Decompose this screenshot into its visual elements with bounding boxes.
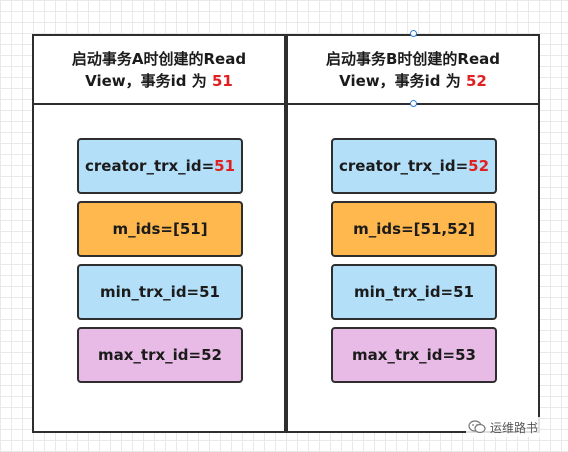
panel-b-header-id: 52 <box>465 71 487 90</box>
creator-trx-id-box: creator_trx_id=52 <box>331 138 497 194</box>
read-view-panel-b: 启动事务B时创建的Read View，事务id 为 52 creator_trx… <box>286 34 540 433</box>
resize-handle-middle[interactable] <box>410 100 417 107</box>
panel-a-header: 启动事务A时创建的Read View，事务id 为 51 <box>34 36 284 105</box>
resize-handle-top[interactable] <box>410 30 417 37</box>
panel-a-header-id: 51 <box>211 71 233 90</box>
m-ids-label: m_ids=[51,52] <box>353 220 475 238</box>
creator-trx-id-label: creator_trx_id= <box>338 157 469 175</box>
watermark-text: 运维路书 <box>490 420 539 435</box>
panel-a-header-text: 启动事务A时创建的Read View，事务id 为 <box>71 49 247 90</box>
min-trx-id-box: min_trx_id=51 <box>77 264 243 320</box>
panel-b-header-text: 启动事务B时创建的Read View，事务id 为 <box>325 49 501 90</box>
max-trx-id-box: max_trx_id=53 <box>331 327 497 383</box>
max-trx-id-label: max_trx_id=52 <box>98 346 222 364</box>
panel-b-header: 启动事务B时创建的Read View，事务id 为 52 <box>288 36 538 105</box>
wechat-icon <box>468 420 486 434</box>
creator-trx-id-label: creator_trx_id= <box>84 157 215 175</box>
min-trx-id-label: min_trx_id=51 <box>353 283 474 301</box>
watermark: 运维路书 <box>466 417 541 437</box>
min-trx-id-label: min_trx_id=51 <box>99 283 220 301</box>
m-ids-box: m_ids=[51,52] <box>331 201 497 257</box>
creator-trx-id-value: 51 <box>214 157 236 175</box>
read-view-panel-a: 启动事务A时创建的Read View，事务id 为 51 creator_trx… <box>32 34 286 433</box>
m-ids-box: m_ids=[51] <box>77 201 243 257</box>
max-trx-id-label: max_trx_id=53 <box>352 346 476 364</box>
creator-trx-id-value: 52 <box>468 157 490 175</box>
max-trx-id-box: max_trx_id=52 <box>77 327 243 383</box>
creator-trx-id-box: creator_trx_id=51 <box>77 138 243 194</box>
min-trx-id-box: min_trx_id=51 <box>331 264 497 320</box>
m-ids-label: m_ids=[51] <box>112 220 208 238</box>
